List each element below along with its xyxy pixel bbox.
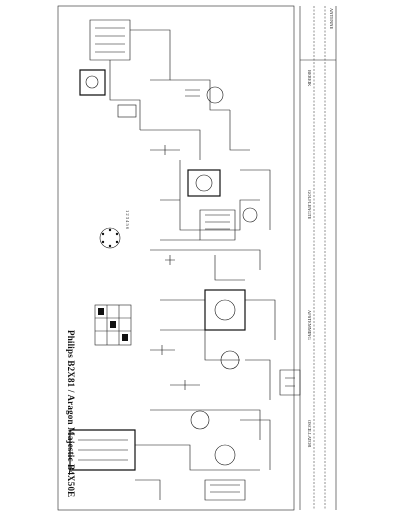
if-section: [150, 160, 271, 281]
panel-column-1: BEREIK: [307, 70, 312, 87]
schematic-frame: [57, 5, 295, 511]
panel-column-4: OSCILLATOR: [307, 420, 312, 448]
panel-column-2: GOLFLENGTE: [307, 190, 312, 220]
socket-pin-labels: 1 2 3 4 5 6: [125, 210, 130, 230]
reference-panel: [299, 6, 337, 510]
af-section: [150, 289, 301, 400]
panel-column-3: AFSTEMMING: [307, 310, 312, 340]
panel-header: ANTENNE: [329, 8, 334, 30]
schematic-title: Philips B2X81 / Aragon Majestic B4X50E: [66, 330, 76, 498]
rf-section: [79, 19, 250, 160]
tube-socket-diagram: [99, 227, 121, 249]
switch-table: [94, 304, 132, 346]
output-section: [69, 380, 271, 501]
